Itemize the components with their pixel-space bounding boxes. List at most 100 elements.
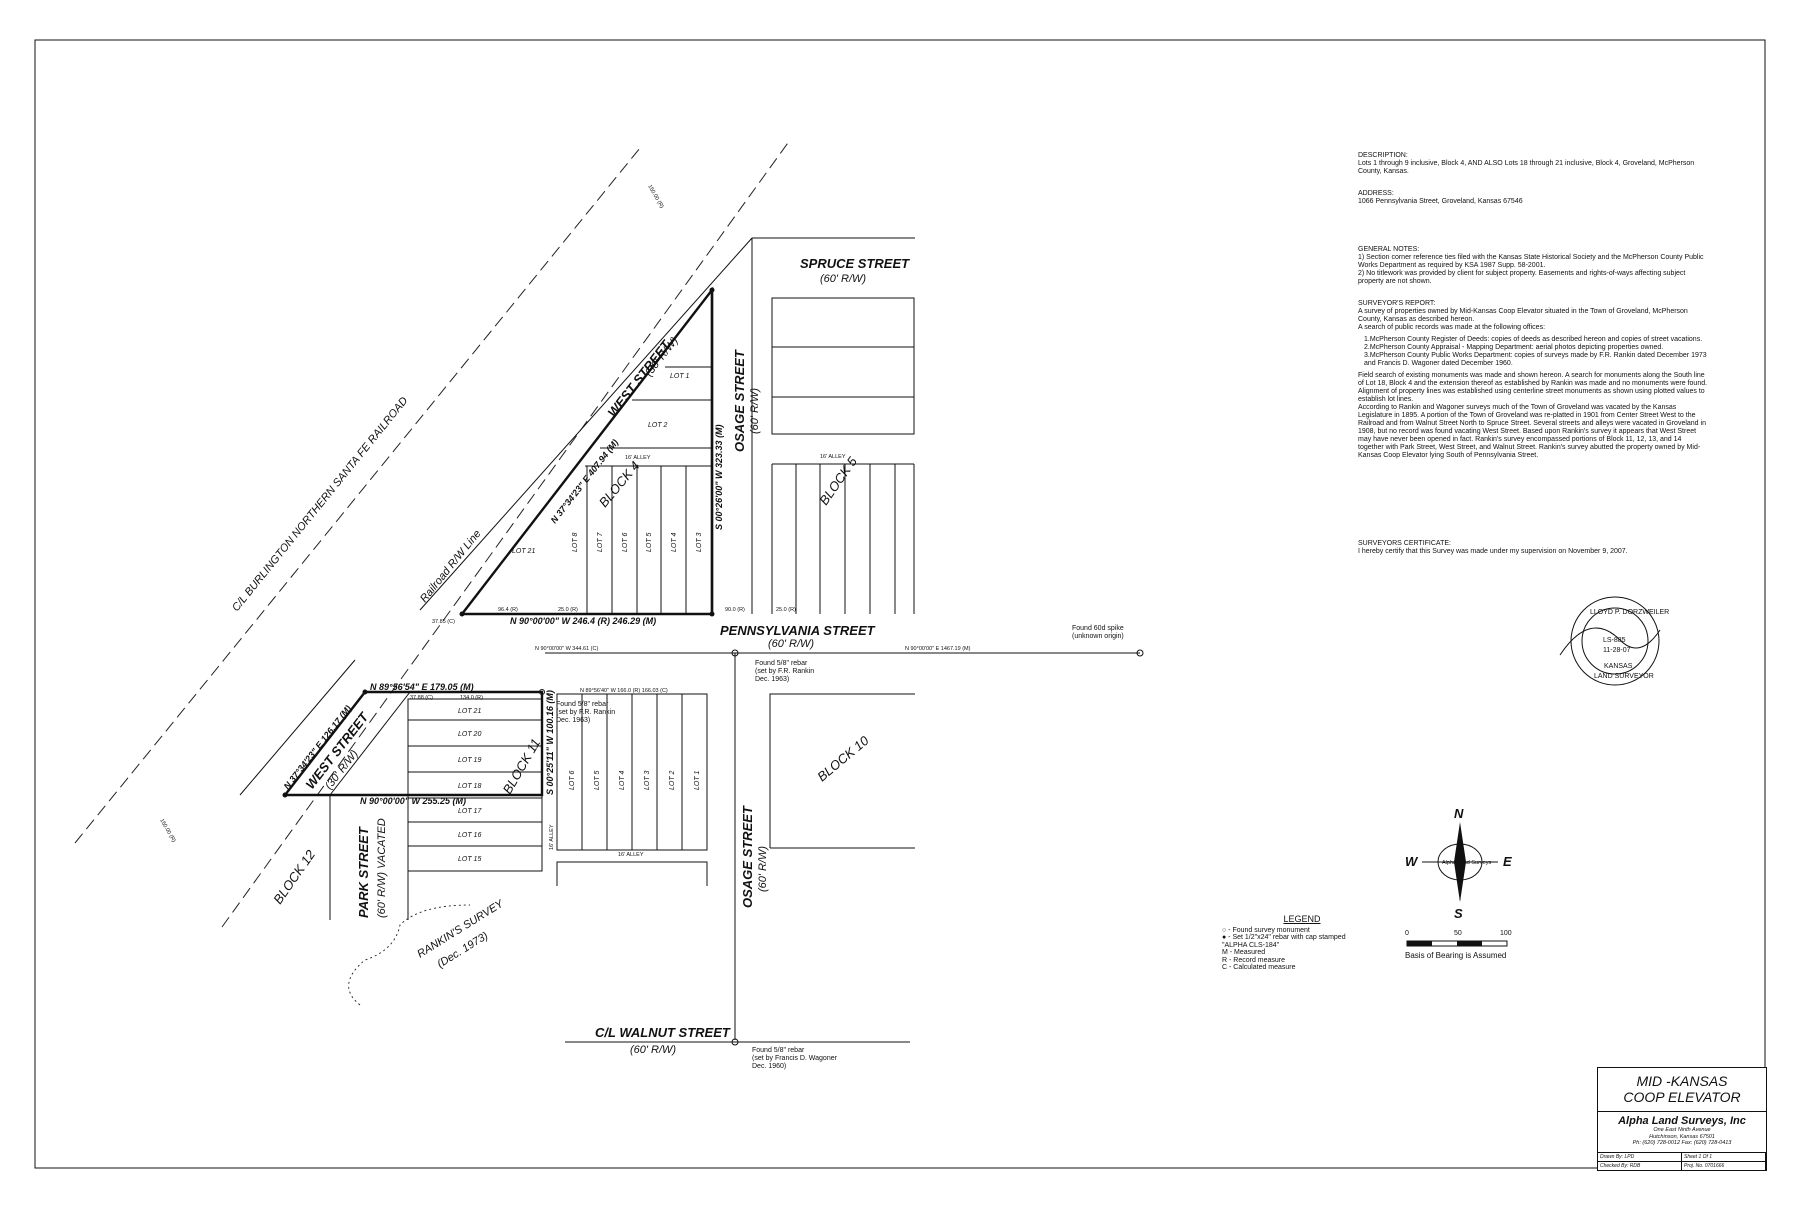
south-label: S: [1454, 906, 1463, 921]
lot-19-lower: LOT 19: [458, 757, 481, 764]
bearing-lower-top: N 89°56'54" E 179.05 (M): [370, 682, 474, 692]
wagoner-line-2: (set by Francis D. Wagoner: [752, 1055, 838, 1062]
general-note-2: 2) No titlework was provided by client f…: [1358, 270, 1686, 285]
lot-15-lower: LOT 15: [458, 856, 481, 863]
dim-railroad-150: 150.00 (R): [646, 184, 664, 210]
park-street-label: PARK STREET: [356, 826, 371, 918]
report-para-3: Field search of existing monuments was m…: [1358, 372, 1708, 459]
legend-item-1: ● - Set 1/2"x24" rebar with cap stamped …: [1222, 934, 1346, 949]
lot-8-label: LOT 8: [572, 532, 579, 552]
scale-0: 0: [1405, 930, 1409, 937]
block-5-label: BLOCK 5: [816, 454, 860, 508]
monument-rankin-note-2: Found 5/8" rebar (set by F.R. Rankin Dec…: [556, 701, 617, 724]
legend-item-4: C - Calculated measure: [1222, 964, 1296, 971]
set-rebar-lower: [282, 792, 288, 798]
project-number: Proj. No. 0701666: [1682, 1162, 1766, 1171]
alley-label-b4: 16' ALLEY: [625, 455, 651, 461]
lot-2-label: LOT 2: [648, 422, 668, 429]
report-para-1: A survey of properties owned by Mid-Kans…: [1358, 308, 1688, 331]
railroad-rw-line-west: [74, 147, 641, 844]
project-title-1: MID -KANSAS: [1636, 1073, 1728, 1089]
address-heading: ADDRESS:: [1358, 190, 1394, 197]
block-12-label: BLOCK 12: [270, 847, 318, 907]
legend-heading: LEGEND: [1283, 914, 1321, 924]
dim-96: 96.4 (R): [498, 607, 518, 613]
block5-upper-rect: [771, 297, 915, 435]
lot-1-label: LOT 1: [670, 373, 690, 380]
walnut-label: C/L WALNUT STREET: [595, 1025, 731, 1040]
set-rebar-lower-2: [362, 689, 368, 695]
walnut-rw: (60' R/W): [630, 1044, 676, 1056]
rankin-line-1: Found 5/8" rebar: [755, 660, 808, 667]
dim-3785: 37.85 (C): [432, 619, 455, 625]
scale-100: 100: [1500, 930, 1512, 937]
lot-4-lower: LOT 4: [619, 770, 626, 790]
rankin2-line-2: (set by F.R. Rankin: [556, 709, 615, 716]
lot-5-label: LOT 5: [646, 532, 653, 552]
dim-1467: N 90°00'00" E 1467.19 (M): [905, 646, 971, 652]
spike-line-1: Found 60d spike: [1072, 625, 1124, 632]
railroad-label: C/L BURLINGTON NORTHERN SANTA FE RAILROA…: [230, 395, 411, 614]
lot-18-lower: LOT 18: [458, 783, 481, 790]
legend-item-2: M - Measured: [1222, 949, 1266, 956]
osage-upper-label: OSAGE STREET: [732, 349, 747, 452]
wagoner-line-1: Found 5/8" rebar: [752, 1047, 805, 1054]
seal-role: LAND SURVEYOR: [1594, 673, 1654, 680]
lot-5-lower: LOT 5: [594, 770, 601, 790]
dim-3788: 37.88 (C): [410, 695, 433, 701]
alley-label-vertical: 16' ALLEY: [549, 824, 555, 850]
seal-date: 11-28-07: [1603, 647, 1631, 654]
sheet-border: [34, 39, 1766, 1169]
scale-bar: 0 50 100 Basis of Bearing is Assumed: [1405, 930, 1512, 960]
monument-spike-note: Found 60d spike (unknown origin): [1072, 625, 1126, 640]
rankin2-line-3: Dec. 1963): [556, 717, 590, 724]
monument-wagoner-note: Found 5/8" rebar (set by Francis D. Wago…: [752, 1047, 839, 1070]
set-rebar-marker-3: [709, 611, 715, 617]
bearing-north-diag: N 37°34'23" E 407.94 (M): [549, 437, 621, 525]
surveyor-seal: LLOYD P. DORZWEILER LS-885 KANSAS LAND S…: [1559, 596, 1669, 686]
lower-bracket: [556, 861, 708, 886]
dim-railroad-150-lower: 150.00 (R): [158, 818, 176, 844]
lot-6-label: LOT 6: [622, 532, 629, 552]
lot-6-lower: LOT 6: [569, 770, 576, 790]
address-text: 1066 Pennsylvania Street, Groveland, Kan…: [1358, 198, 1523, 205]
company-addr-1: One East Ninth Avenue: [1653, 1127, 1711, 1133]
alley-label-b5: 16' ALLEY: [820, 454, 846, 460]
east-label: E: [1503, 854, 1512, 869]
block11-horiz-lots: [407, 698, 543, 872]
pennsylvania-label: PENNSYLVANIA STREET: [720, 623, 876, 638]
monument-rankin-note: Found 5/8" rebar (set by F.R. Rankin Dec…: [755, 660, 816, 683]
block-10-label: BLOCK 10: [814, 732, 872, 784]
north-arrow: N S E W Alpha Land Surveys: [1405, 806, 1512, 921]
report-para-2: 1.McPherson County Register of Deeds: co…: [1364, 336, 1707, 367]
west-label: W: [1405, 854, 1419, 869]
title-block: MID -KANSAS COOP ELEVATOR Alpha Land Sur…: [1597, 1067, 1767, 1171]
bearing-lower-s: S 00°25'11" W 100.16 (M): [545, 690, 555, 795]
rankin2-line-1: Found 5/8" rebar: [556, 701, 609, 708]
signature-stroke: [1559, 627, 1661, 656]
park-street-rw: (60' R/W) VACATED: [376, 818, 388, 918]
scale-50: 50: [1454, 930, 1462, 937]
description-text: Lots 1 through 9 inclusive, Block 4, AND…: [1358, 160, 1695, 175]
legend-item-3: R - Record measure: [1222, 956, 1286, 964]
project-title: MID -KANSAS COOP ELEVATOR: [1598, 1068, 1766, 1112]
seal-num: LS-885: [1603, 637, 1626, 644]
bearing-lower-bottom: N 90°00'00" W 255.25 (M): [360, 796, 466, 806]
cert-heading: SURVEYORS CERTIFICATE:: [1358, 540, 1451, 547]
found-monument-2: [539, 689, 545, 695]
lot-17-lower: LOT 17: [458, 808, 482, 815]
general-heading: GENERAL NOTES:: [1358, 246, 1420, 253]
west-street-lower-line: [239, 659, 356, 796]
set-rebar-marker: [709, 287, 715, 293]
lot-20-lower: LOT 20: [458, 731, 481, 738]
west-street-lower-east-line: [329, 691, 411, 796]
osage-lower-rw: (60' R/W): [757, 846, 769, 892]
bearing-penn: N 90°00'00" W 246.4 (R) 246.29 (M): [510, 616, 656, 626]
block11-horiz-dividers: [408, 719, 542, 847]
pennsylvania-rw: (60' R/W): [768, 638, 814, 650]
found-monument-spike: [1136, 649, 1144, 657]
north-label: N: [1454, 806, 1464, 821]
report-heading: SURVEYOR'S REPORT:: [1358, 300, 1436, 307]
